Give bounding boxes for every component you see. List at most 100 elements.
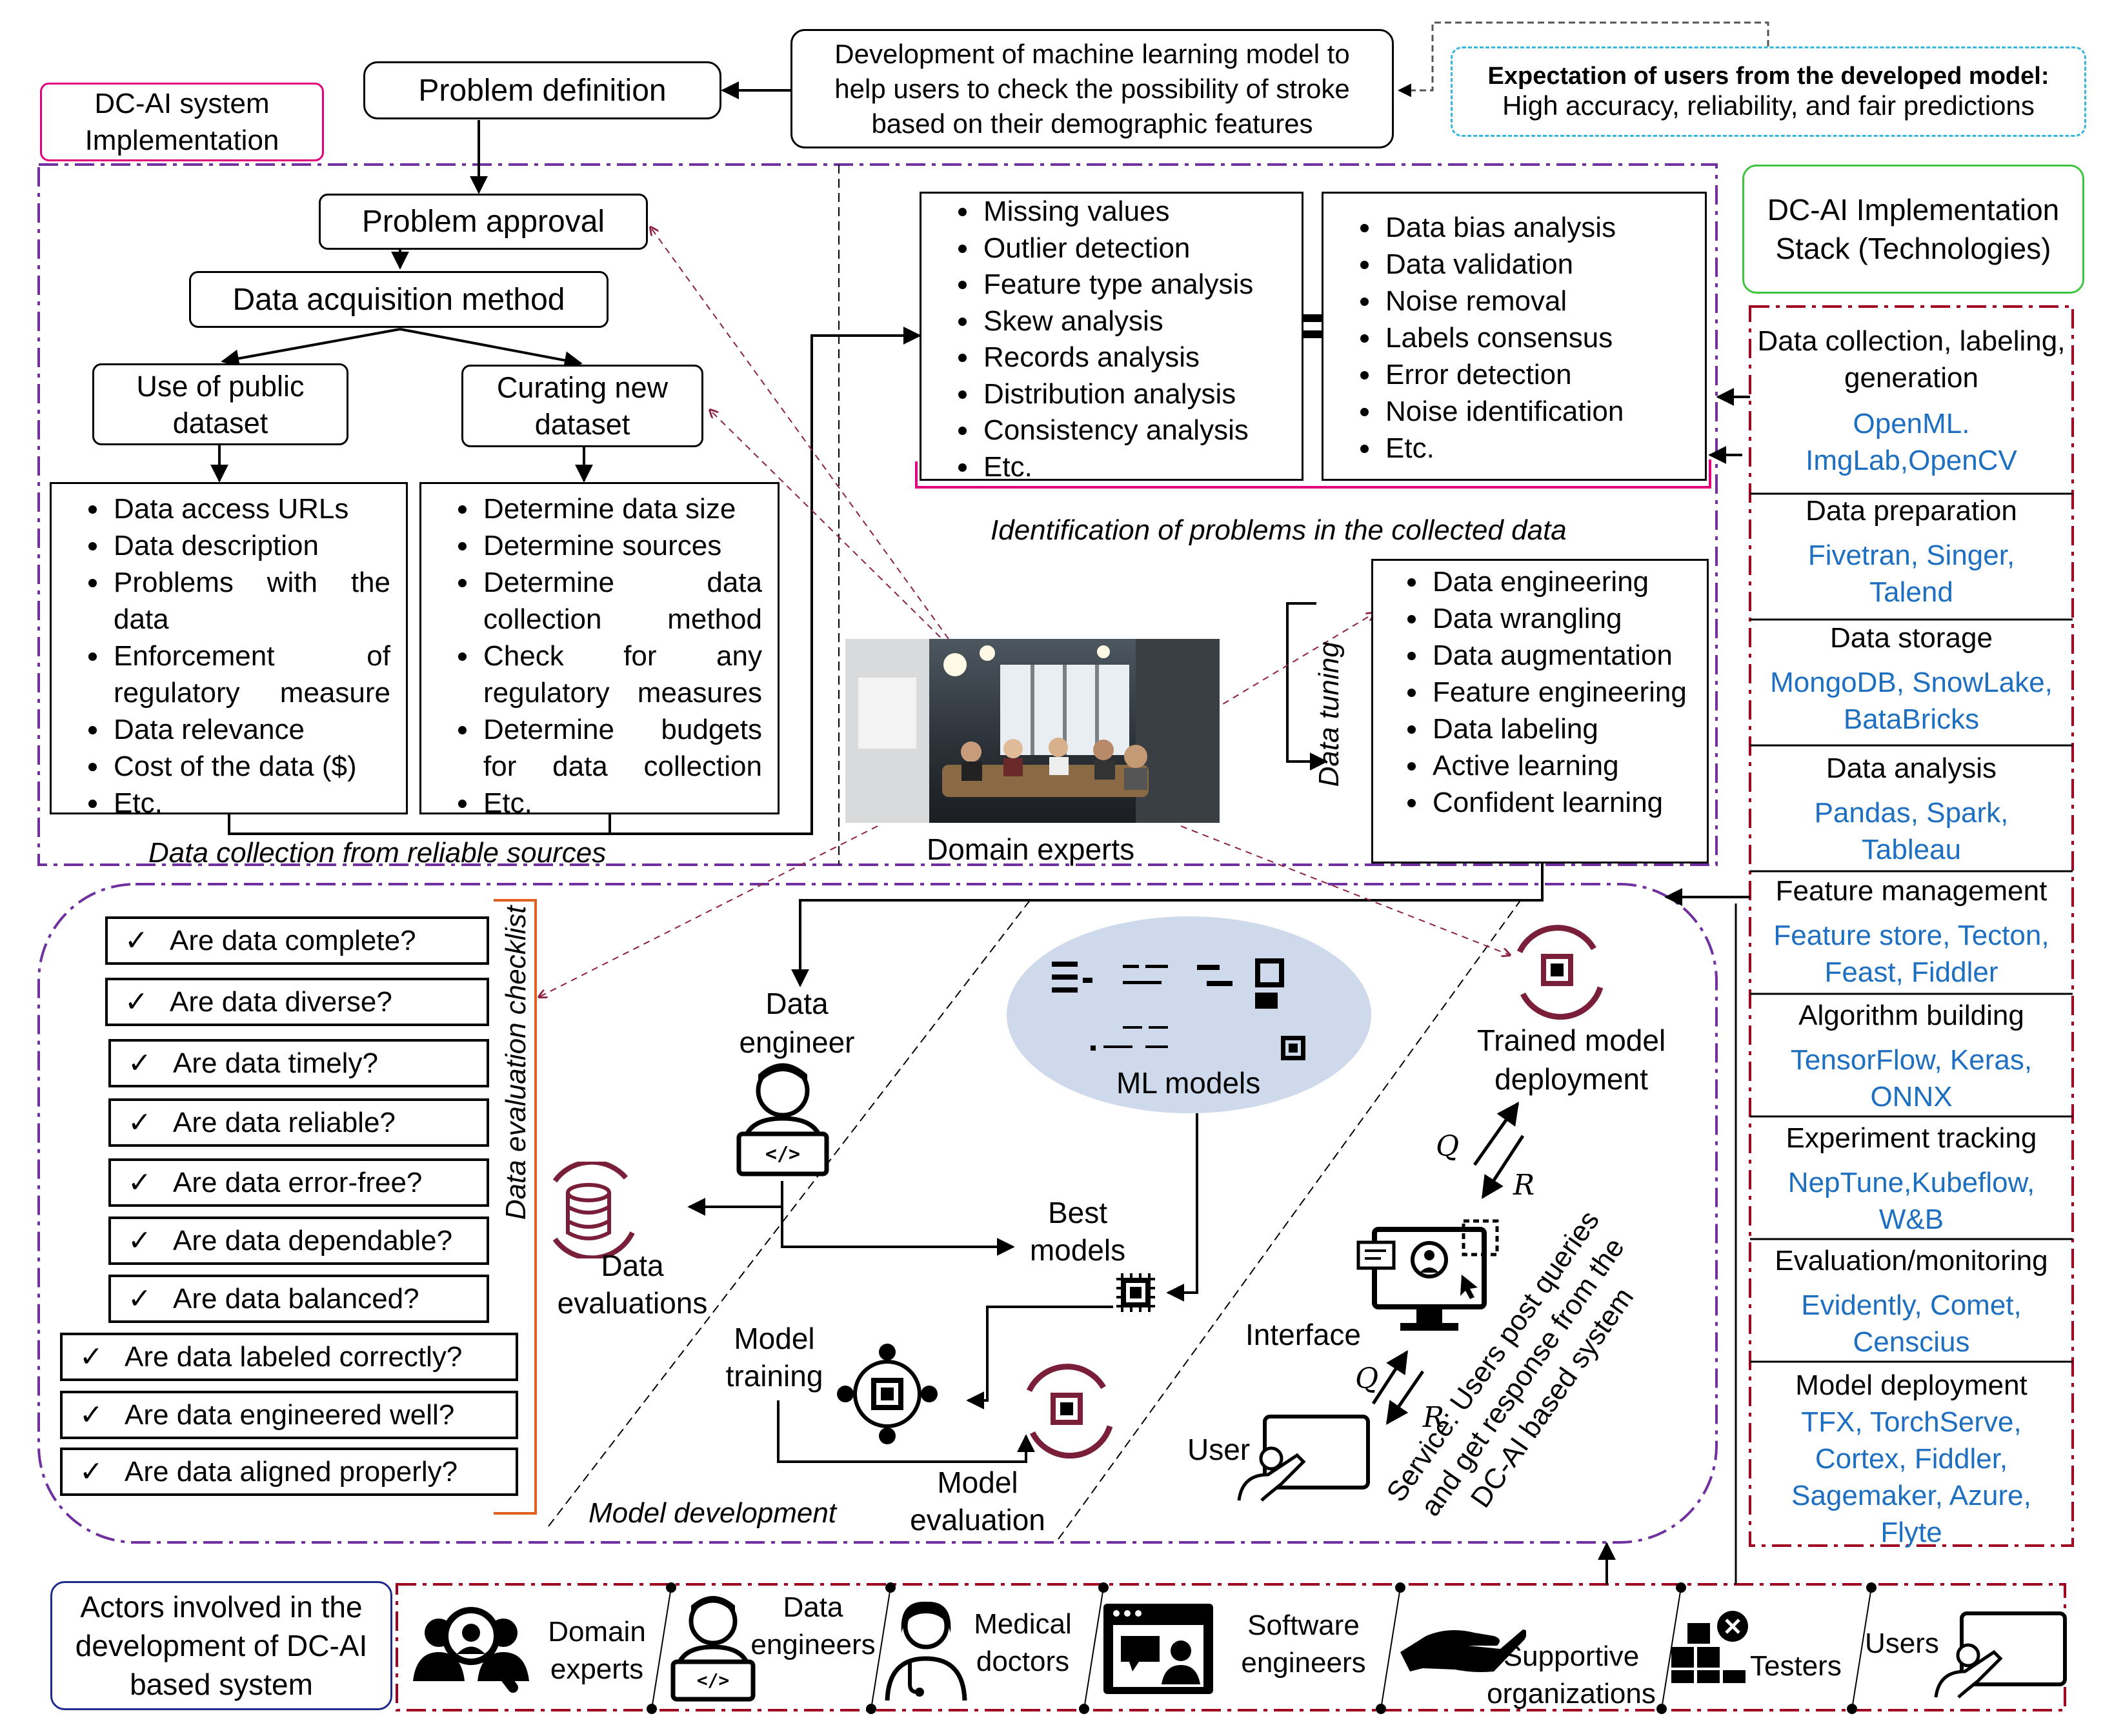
collection-frame bbox=[37, 163, 1718, 866]
domain-experts-photo bbox=[845, 639, 1220, 823]
software-engineers-icon bbox=[1103, 1604, 1213, 1694]
list-item: Data description bbox=[110, 527, 390, 564]
list-item: Problems with the data bbox=[110, 564, 390, 638]
list-item: Determine data collection method bbox=[479, 564, 762, 638]
r-label-top: R bbox=[1513, 1169, 1535, 1202]
checklist-item: ✓Are data complete? bbox=[105, 916, 489, 965]
checklist-item: ✓Are data aligned properly? bbox=[60, 1448, 518, 1496]
list-item: Consistency analysis bbox=[980, 412, 1293, 449]
list-item: Check for any regulatory measures bbox=[479, 638, 762, 711]
data-engineer-label: Data engineer bbox=[739, 987, 855, 1059]
public-dataset-box: Use of public dataset bbox=[92, 363, 348, 445]
problem-definition-box: Problem definition bbox=[363, 61, 721, 119]
user-icon bbox=[1237, 1415, 1370, 1502]
list-item: Etc. bbox=[1382, 430, 1696, 467]
dcai-implementation-label: DC-AI system Implementation bbox=[40, 83, 324, 161]
list-item: Skew analysis bbox=[980, 303, 1293, 340]
checklist-item: ✓Are data engineered well? bbox=[60, 1391, 518, 1439]
list-item: Outlier detection bbox=[980, 230, 1293, 267]
svg-text:</>: </> bbox=[697, 1670, 730, 1691]
list-item: Distribution analysis bbox=[980, 376, 1293, 413]
actor-testers: Testers bbox=[1750, 1650, 1842, 1682]
actors-title-box: Actors involved in the development of DC… bbox=[50, 1581, 392, 1710]
model-development-caption: Model development bbox=[589, 1497, 837, 1529]
list-item: Data access URLs bbox=[110, 490, 390, 527]
curating-dataset-list: Determine data size Determine sources De… bbox=[419, 482, 780, 819]
list-item: Determine sources bbox=[479, 527, 762, 564]
actor-supportive-organizations: Supportive organizations bbox=[1487, 1640, 1656, 1710]
identification-caption: Identification of problems in the collec… bbox=[991, 514, 1567, 546]
ml-models-label: ML models bbox=[1116, 1066, 1261, 1100]
trained-deployment-icon bbox=[1516, 925, 1604, 1020]
list-item: Data relevance bbox=[110, 711, 390, 748]
checklist-item: ✓Are data dependable? bbox=[108, 1216, 489, 1265]
users-icon bbox=[1934, 1611, 2067, 1699]
q-label-bottom: Q bbox=[1355, 1362, 1379, 1395]
list-item: Data labeling bbox=[1429, 711, 1698, 747]
actor-medical-doctors: Medical doctors bbox=[974, 1608, 1072, 1677]
domain-experts-icon bbox=[413, 1607, 529, 1693]
list-item: Data augmentation bbox=[1429, 637, 1698, 674]
trained-deployment-label: Trained model deployment bbox=[1476, 1024, 1666, 1096]
list-item: Labels consensus bbox=[1382, 319, 1696, 356]
problem-approval-box: Problem approval bbox=[319, 194, 648, 250]
actor-software-engineers: Software engineers bbox=[1241, 1610, 1366, 1679]
domain-experts-label: Domain experts bbox=[927, 833, 1135, 866]
analysis-list-right: Data bias analysis Data validation Noise… bbox=[1322, 192, 1707, 481]
best-models-label: Best models bbox=[1029, 1196, 1126, 1267]
interface-label: Interface bbox=[1245, 1318, 1361, 1351]
stack-section-features: Feature management Feature store, Tecton… bbox=[1773, 875, 2049, 988]
checklist-item: ✓Are data balanced? bbox=[108, 1275, 489, 1323]
data-evaluations-icon bbox=[552, 1162, 635, 1258]
list-item: Confident learning bbox=[1429, 784, 1698, 821]
analysis-list-left: Missing values Outlier detection Feature… bbox=[920, 192, 1303, 483]
development-frame bbox=[37, 883, 1718, 1544]
list-item: Etc. bbox=[479, 785, 762, 822]
supportive-organizations-icon bbox=[1400, 1630, 1526, 1672]
list-item: Active learning bbox=[1429, 747, 1698, 784]
stack-section-deployment: Model deployment TFX, TorchServe, Cortex… bbox=[1791, 1369, 2031, 1548]
development-description-box: Development of machine learning model to… bbox=[790, 29, 1394, 148]
actor-users: Users bbox=[1865, 1628, 1939, 1659]
medical-doctors-icon bbox=[885, 1601, 967, 1701]
stack-frame bbox=[1749, 305, 2074, 1547]
stack-title-box: DC-AI Implementation Stack (Technologies… bbox=[1742, 165, 2084, 294]
collection-caption: Data collection from reliable sources bbox=[148, 837, 607, 869]
stack-section-analysis: Data analysis Pandas, Spark, Tableau bbox=[1814, 752, 2009, 865]
checklist-item: ✓Are data timely? bbox=[108, 1039, 489, 1087]
data-tuning-list: Data engineering Data wrangling Data aug… bbox=[1371, 559, 1709, 863]
ml-models-icons bbox=[1052, 958, 1305, 1060]
list-item: Etc. bbox=[980, 449, 1293, 486]
list-item: Data validation bbox=[1382, 246, 1696, 283]
q-label-top: Q bbox=[1436, 1130, 1460, 1163]
checklist-item: ✓Are data error-free? bbox=[108, 1158, 489, 1207]
list-item: Etc. bbox=[110, 785, 390, 822]
ml-models-cluster bbox=[1007, 916, 1371, 1113]
model-training-label: Model training bbox=[725, 1322, 823, 1393]
actors-frame bbox=[396, 1583, 2066, 1711]
stack-section-storage: Data storage MongoDB, SnowLake, BataBric… bbox=[1770, 622, 2053, 735]
list-item: Feature type analysis bbox=[980, 267, 1293, 303]
model-training-icon bbox=[837, 1344, 938, 1444]
testers-icon bbox=[1671, 1611, 1748, 1683]
user-expectation-box: Expectation of users from the developed … bbox=[1451, 46, 2086, 137]
list-item: Data engineering bbox=[1429, 563, 1698, 600]
model-evaluation-label: Model evaluation bbox=[910, 1466, 1045, 1537]
data-tuning-label: Data tuning bbox=[1313, 641, 1345, 787]
list-item: Data wrangling bbox=[1429, 600, 1698, 637]
curating-dataset-box: Curating new dataset bbox=[461, 365, 703, 447]
interface-monitor-icon bbox=[1356, 1219, 1499, 1331]
stack-section-algorithms: Algorithm building TensorFlow, Keras, ON… bbox=[1790, 1000, 2033, 1113]
list-item: Feature engineering bbox=[1429, 674, 1698, 711]
stack-section-preparation: Data preparation Fivetran, Singer, Talen… bbox=[1806, 495, 2017, 608]
checklist-item: ✓Are data labeled correctly? bbox=[60, 1333, 518, 1381]
data-evaluations-label: Data evaluations bbox=[557, 1249, 708, 1320]
stack-section-monitoring: Evaluation/monitoring Evidently, Comet, … bbox=[1775, 1245, 2048, 1358]
list-item: Error detection bbox=[1382, 356, 1696, 393]
list-item: Records analysis bbox=[980, 339, 1293, 376]
data-acquisition-box: Data acquisition method bbox=[189, 271, 609, 328]
user-label: User bbox=[1187, 1433, 1251, 1466]
list-item: Enforcement of regulatory measure bbox=[110, 638, 390, 711]
